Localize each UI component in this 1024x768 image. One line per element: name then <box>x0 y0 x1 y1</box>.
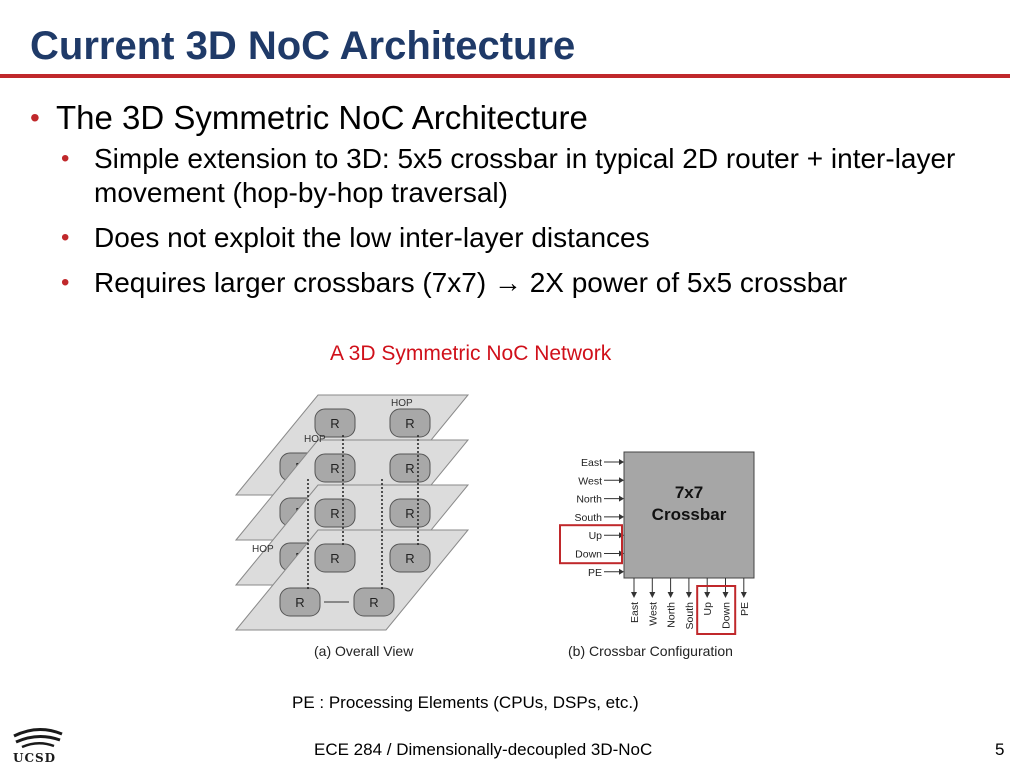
hop-label: HOP <box>391 398 413 409</box>
arrowhead-icon <box>649 592 656 598</box>
noc-figure: RRRRRRRRRRRRRRRRHOPHOPHOP(a) Overall Vie… <box>234 394 755 659</box>
bullet-main-text: The 3D Symmetric NoC Architecture <box>56 99 588 136</box>
router-node <box>279 587 321 617</box>
arrowhead-icon <box>667 592 674 598</box>
sub-bullet-3-result: 2X power of 5x5 crossbar <box>529 267 848 298</box>
crossbar-caption: (b) Crossbar Configuration <box>568 643 733 659</box>
page-number: 5 <box>995 740 1005 759</box>
router-label: R <box>330 551 339 566</box>
sub-bullet-2: Does not exploit the low inter-layer dis… <box>56 221 1008 255</box>
crossbar-input-label: West <box>578 475 602 487</box>
router-label: R <box>330 461 339 476</box>
router-label: R <box>405 461 414 476</box>
crossbar-output-label: Down <box>721 602 733 629</box>
router-label: R <box>405 416 414 431</box>
crossbar-output-label: PE <box>739 602 751 616</box>
arrowhead-icon <box>722 592 729 598</box>
crossbar-title: Crossbar <box>652 505 727 524</box>
arrowhead-icon <box>619 477 624 484</box>
crossbar-input-label: East <box>581 457 602 469</box>
title-rule <box>0 74 1010 78</box>
bullet-list: The 3D Symmetric NoC Architecture Simple… <box>28 98 1008 311</box>
arrowhead-icon <box>619 568 624 575</box>
arrowhead-icon <box>685 592 692 598</box>
crossbar-box <box>623 451 755 579</box>
router-label: R <box>405 506 414 521</box>
arrowhead-icon <box>704 592 711 598</box>
sub-bullet-list: Simple extension to 3D: 5x5 crossbar in … <box>56 142 1008 300</box>
crossbar-output-label: Up <box>702 602 714 616</box>
overall-view-caption: (a) Overall View <box>314 643 414 659</box>
ucsd-logo-text: UCSD <box>13 751 57 765</box>
router-label: R <box>295 595 304 610</box>
crossbar-output-label: West <box>647 602 659 626</box>
router-label: R <box>330 416 339 431</box>
router-node <box>353 587 395 617</box>
figure-caption: A 3D Symmetric NoC Network <box>330 342 612 365</box>
output-highlight-box <box>696 585 737 635</box>
router-label: R <box>405 551 414 566</box>
arrowhead-icon <box>619 459 624 465</box>
arrowhead-icon <box>619 495 624 502</box>
crossbar-input-label: Down <box>575 549 602 561</box>
slide-title: Current 3D NoC Architecture <box>30 24 576 68</box>
router-node <box>389 543 431 573</box>
crossbar-output-label: East <box>629 602 641 623</box>
arrowhead-icon <box>619 513 624 520</box>
pe-note: PE : Processing Elements (CPUs, DSPs, et… <box>292 693 639 712</box>
sub-bullet-3: Requires larger crossbars (7x7) → 2X pow… <box>56 266 1008 300</box>
crossbar-input-label: Up <box>589 530 603 542</box>
crossbar-title: 7x7 <box>675 483 703 502</box>
right-arrow-icon: → <box>493 267 522 298</box>
router-label: R <box>369 595 378 610</box>
hop-label: HOP <box>252 544 274 555</box>
crossbar-input-label: PE <box>588 567 602 579</box>
router-node <box>314 498 356 528</box>
crossbar-input-label: South <box>575 512 603 524</box>
sub-bullet-3-text: Requires larger crossbars (7x7) <box>94 267 487 298</box>
sub-bullet-1: Simple extension to 3D: 5x5 crossbar in … <box>56 142 1008 210</box>
crossbar-output-label: South <box>684 602 696 630</box>
ucsd-logo-icon <box>13 728 63 749</box>
footer-course: ECE 284 / Dimensionally-decoupled 3D-NoC <box>314 740 653 759</box>
bullet-main: The 3D Symmetric NoC Architecture Simple… <box>28 98 1008 300</box>
input-highlight-box <box>559 524 623 565</box>
crossbar-output-label: North <box>666 602 678 628</box>
arrowhead-icon <box>631 592 637 598</box>
router-node <box>389 408 431 438</box>
hop-label: HOP <box>304 434 326 445</box>
router-node <box>389 498 431 528</box>
layer-stack: RRRRRRRRRRRRRRRRHOPHOPHOP(a) Overall Vie… <box>234 394 470 659</box>
router-label: R <box>330 506 339 521</box>
router-node <box>389 453 431 483</box>
router-node <box>314 543 356 573</box>
router-node <box>314 408 356 438</box>
crossbar-input-label: North <box>576 494 602 506</box>
router-node <box>314 453 356 483</box>
arrowhead-icon <box>740 592 747 598</box>
crossbar-diagram: 7x7CrossbarEastWestNorthSouthUpDownPEEas… <box>559 451 755 659</box>
